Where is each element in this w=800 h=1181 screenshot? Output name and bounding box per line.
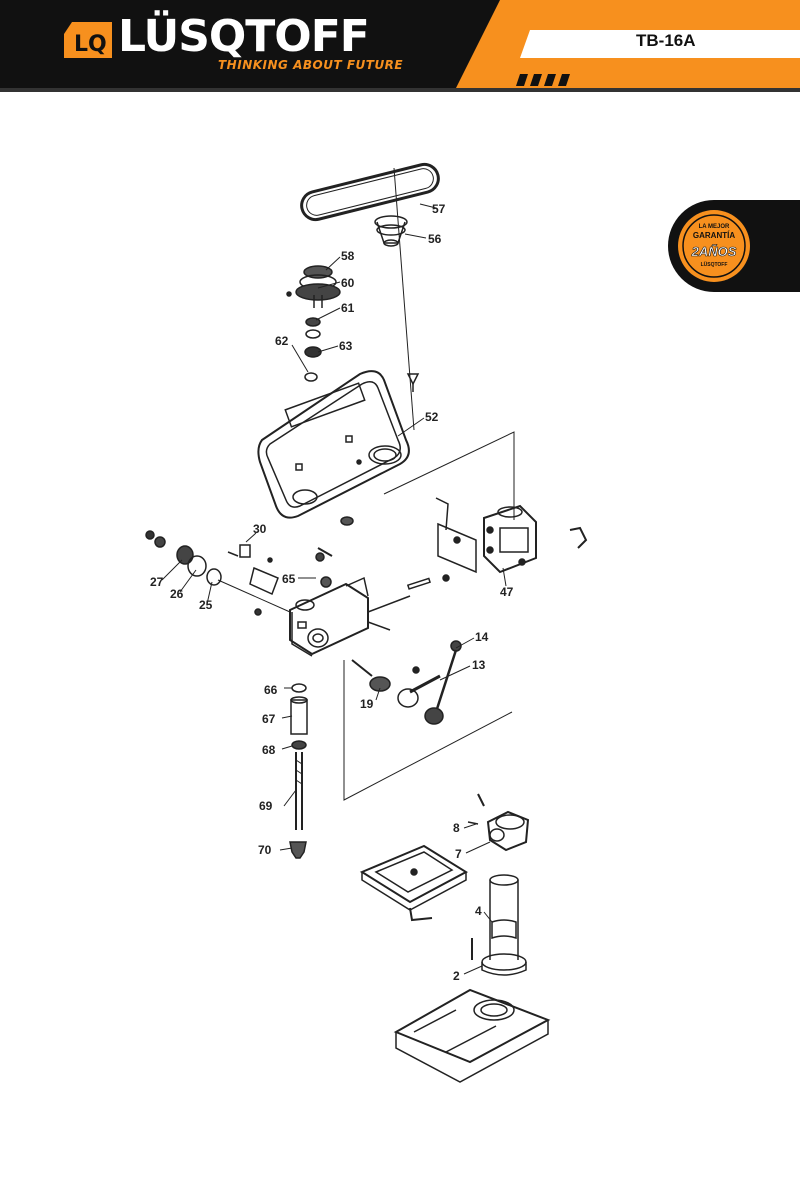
- part-column: [489, 874, 519, 960]
- part-bearing: [304, 346, 322, 358]
- label-part-70: 70: [258, 843, 272, 857]
- label-part-4: 4: [475, 904, 482, 918]
- part-spindle-assembly: [289, 683, 308, 859]
- part-motor-pulley: [374, 215, 408, 247]
- part-nut: [304, 372, 318, 382]
- label-part-63: 63: [339, 339, 353, 353]
- logo-mark: LQ: [64, 22, 112, 58]
- part-belt: [300, 162, 440, 222]
- brand-tagline: THINKING ABOUT FUTURE: [218, 58, 404, 72]
- part-spindle-pulley: [295, 265, 341, 308]
- brand-name: LÜSQTOFF: [118, 11, 370, 62]
- label-part-27: 27: [150, 575, 164, 589]
- label-part-52: 52: [425, 410, 439, 424]
- label-part-13: 13: [472, 658, 486, 672]
- svg-text:LA MEJOR: LA MEJOR: [699, 224, 730, 230]
- part-pulley-cover: [257, 370, 410, 519]
- part-work-table: [359, 844, 469, 922]
- label-part-56: 56: [428, 232, 442, 246]
- part-table-bracket: [467, 793, 530, 852]
- label-part-57: 57: [432, 202, 446, 216]
- header-bar: LQ LÜSQTOFF THINKING ABOUT FUTURE TB-16A: [0, 0, 800, 92]
- label-part-60: 60: [341, 276, 355, 290]
- label-part-58: 58: [341, 249, 355, 263]
- part-lock-block: [227, 544, 279, 596]
- label-part-62: 62: [275, 334, 289, 348]
- svg-text:GARANTÍA: GARANTÍA: [693, 231, 735, 240]
- label-part-68: 68: [262, 743, 276, 757]
- part-head-casting: [254, 547, 431, 657]
- label-part-2: 2: [453, 969, 460, 983]
- warranty-badge: LA MEJOR GARANTÍA 2AÑOS LÜSQTOFF: [668, 200, 800, 292]
- part-ring: [305, 329, 321, 339]
- model-number: TB-16A: [636, 31, 696, 50]
- svg-text:LÜSQTOFF: LÜSQTOFF: [701, 261, 728, 268]
- part-base: [393, 988, 551, 1083]
- label-part-69: 69: [259, 799, 273, 813]
- svg-text:2AÑOS: 2AÑOS: [691, 244, 737, 259]
- label-part-25: 25: [199, 598, 213, 612]
- label-part-67: 67: [262, 712, 276, 726]
- label-part-14: 14: [475, 630, 489, 644]
- part-motor: [435, 497, 588, 582]
- part-column-flange: [471, 938, 527, 976]
- label-part-7: 7: [455, 847, 462, 861]
- label-part-66: 66: [264, 683, 278, 697]
- label-part-30: 30: [253, 522, 267, 536]
- header-background: LQ: [0, 0, 800, 92]
- label-part-47: 47: [500, 585, 514, 599]
- label-part-61: 61: [341, 301, 355, 315]
- label-part-26: 26: [170, 587, 184, 601]
- svg-text:LQ: LQ: [74, 32, 107, 57]
- label-part-8: 8: [453, 821, 460, 835]
- part-feed-handle: [351, 640, 462, 725]
- part-feed-shaft-set: [145, 530, 291, 613]
- label-part-65: 65: [282, 572, 296, 586]
- label-part-19: 19: [360, 697, 374, 711]
